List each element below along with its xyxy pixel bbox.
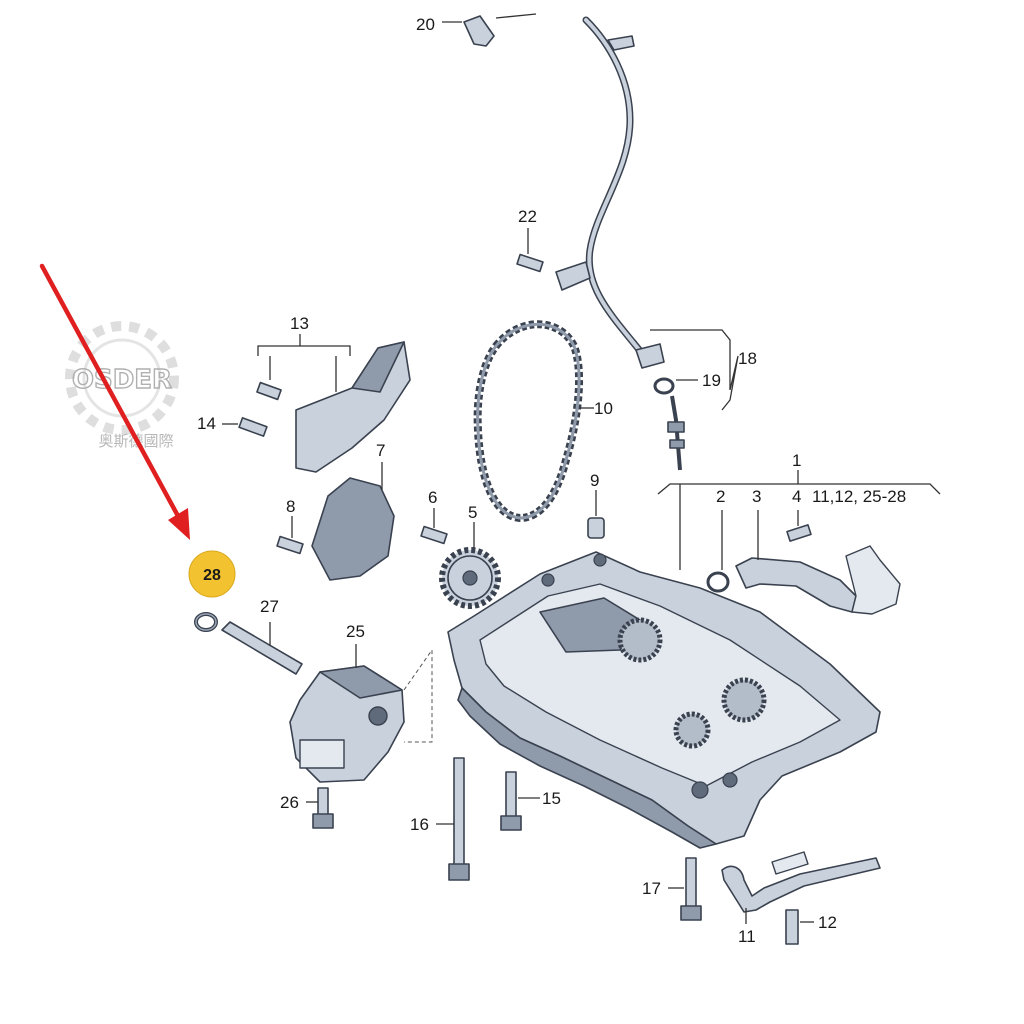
callout-26: 26	[280, 793, 299, 812]
part-15-bolt[interactable]	[500, 771, 540, 831]
part-7-cover[interactable]	[311, 462, 395, 581]
part-11-pipe[interactable]	[721, 851, 881, 924]
callout-6: 6	[428, 488, 437, 507]
part-10-chain[interactable]	[473, 320, 594, 523]
callout-8: 8	[286, 497, 295, 516]
callout-19: 19	[702, 371, 721, 390]
callout-22: 22	[518, 207, 537, 226]
callout-12: 12	[818, 913, 837, 932]
part-17-bolt[interactable]	[668, 857, 702, 921]
part-6-bolt[interactable]	[420, 508, 448, 545]
callout-11: 11	[738, 927, 756, 946]
badge-label: 28	[203, 567, 221, 584]
part-19-seal[interactable]	[653, 377, 698, 471]
callout-9: 9	[590, 471, 599, 490]
callout-20: 20	[416, 15, 435, 34]
part-2-seal[interactable]	[706, 510, 730, 593]
callout-13: 13	[290, 314, 309, 333]
part-8-bolt[interactable]	[276, 516, 304, 555]
part-14-bolt[interactable]	[222, 417, 268, 437]
part-5-sprocket[interactable]	[439, 522, 501, 609]
part-12-bolt[interactable]	[785, 909, 814, 945]
callout-7: 7	[376, 441, 385, 460]
callout-18: 18	[738, 349, 757, 368]
callout-1-list: 11,12, 25-28	[812, 487, 906, 506]
callout-17: 17	[642, 879, 661, 898]
red-arrow-icon	[39, 263, 190, 540]
gear-icon	[617, 617, 767, 749]
callout-27: 27	[260, 597, 279, 616]
part-27-shaft[interactable]	[221, 621, 303, 675]
part-4-bolt[interactable]	[786, 510, 812, 542]
part-20-plug[interactable]	[442, 13, 537, 47]
callout-14: 14	[197, 414, 216, 433]
callout-25: 25	[346, 622, 365, 641]
callout-3: 3	[752, 487, 761, 506]
callout-15: 15	[542, 789, 561, 808]
part-3-pipe[interactable]	[735, 510, 901, 615]
highlight-badge-28[interactable]: 28	[188, 550, 236, 598]
part-18-dipstick-tube[interactable]	[555, 16, 739, 411]
part-26-bolt[interactable]	[306, 787, 334, 829]
watermark-brand: OSDER	[72, 365, 172, 395]
part-9-sleeve[interactable]	[587, 490, 605, 539]
part-13-bolt[interactable]	[256, 381, 282, 401]
callout-16: 16	[410, 815, 429, 834]
part-16-bolt[interactable]	[436, 757, 470, 881]
part-13-bracket[interactable]	[257, 334, 411, 473]
callout-1: 1	[792, 451, 801, 470]
callout-5: 5	[468, 503, 477, 522]
callout-4: 4	[792, 487, 801, 506]
part-28-o-ring[interactable]	[194, 612, 218, 632]
guide-dashed	[403, 648, 433, 743]
part-22-bolt[interactable]	[516, 228, 544, 273]
callout-2: 2	[716, 487, 725, 506]
callout-1-bracket	[657, 470, 941, 570]
part-1-housing[interactable]	[447, 551, 881, 849]
callout-10: 10	[594, 399, 613, 418]
part-25-oil-pump[interactable]	[289, 644, 405, 783]
